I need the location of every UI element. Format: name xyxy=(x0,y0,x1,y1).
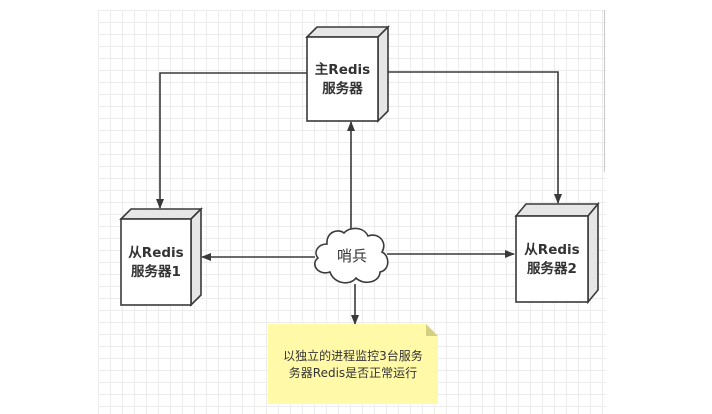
sentinel-label: 哨兵 xyxy=(337,247,367,265)
box-top-face xyxy=(119,208,203,220)
slave2-label-line1: 从Redis xyxy=(524,242,579,258)
box-side-face xyxy=(190,207,202,307)
note-text-line1: 以独立的进程监控3台服务 xyxy=(283,348,423,363)
slave1-redis-server-node[interactable]: 从Redis 服务器1 xyxy=(119,207,203,307)
note-body xyxy=(268,324,438,404)
box-side-face xyxy=(377,25,389,123)
master-redis-server-node[interactable]: 主Redis 服务器 xyxy=(305,25,390,123)
edge-master-to-slave1[interactable] xyxy=(156,72,307,209)
sentinel-description-note[interactable]: 以独立的进程监控3台服务 务器Redis是否正常运行 xyxy=(268,324,438,404)
box-front-face xyxy=(515,215,589,303)
slave1-label-line1: 从Redis xyxy=(128,245,183,261)
slave2-label-line2: 服务器2 xyxy=(527,260,577,277)
edge-master-to-slave2[interactable] xyxy=(388,71,562,204)
box-top-face xyxy=(514,203,600,217)
box-front-face xyxy=(306,36,379,122)
slave2-redis-server-node[interactable]: 从Redis 服务器2 xyxy=(514,201,600,305)
note-fold-corner xyxy=(426,324,438,336)
note-text-line2: 务器Redis是否正常运行 xyxy=(289,365,417,380)
box-front-face xyxy=(120,218,192,306)
box-side-face xyxy=(587,201,599,305)
box-top-face xyxy=(305,26,390,38)
canvas-border-line xyxy=(604,10,605,172)
master-label-line2: 服务器 xyxy=(322,80,363,97)
slave1-label-line2: 服务器1 xyxy=(131,263,181,280)
sentinel-cloud-node[interactable]: 哨兵 xyxy=(314,227,389,284)
cloud-icon xyxy=(314,227,389,284)
master-label-line1: 主Redis xyxy=(315,61,370,78)
